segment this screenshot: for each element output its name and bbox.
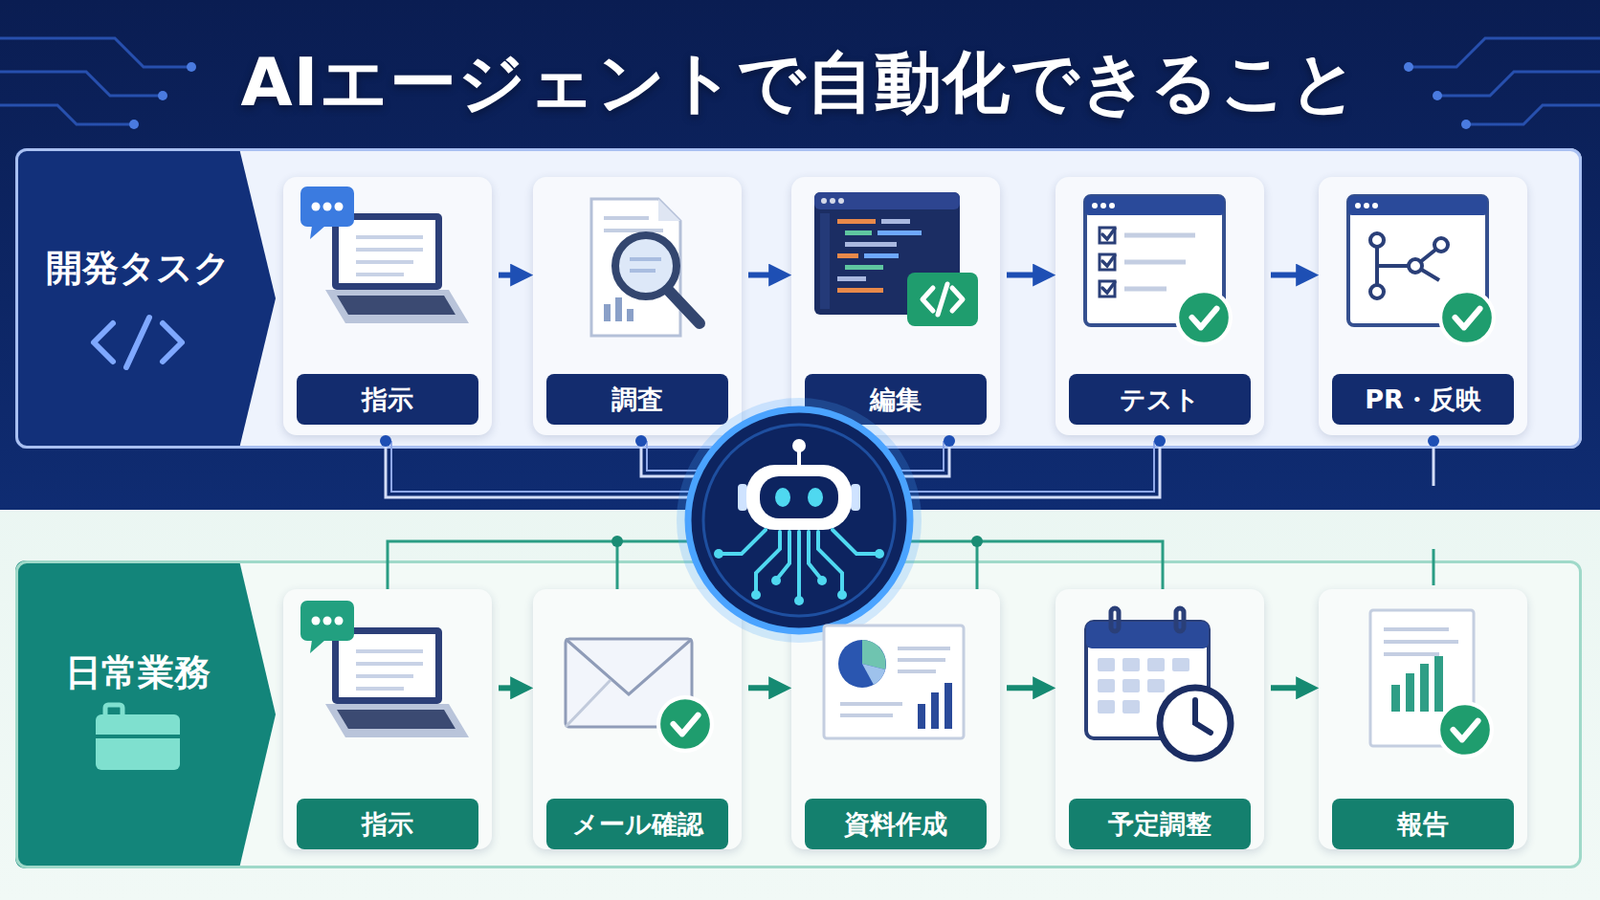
step-card: PR・反映 [1318,177,1528,436]
agent-wire-dots [379,435,1440,447]
band-heading: 日常業務 [18,651,258,696]
circuit-decoration [0,38,1600,125]
flow-arrow [748,272,785,279]
agent-wires [387,541,1434,590]
checklist-icon [1085,196,1231,345]
step-card: 予定調整 [1055,589,1265,850]
step-label: 調査 [546,374,729,425]
band-tab [15,148,276,449]
search-icon [591,199,700,336]
flow-arrow [498,272,527,279]
category-band: 指示 調査 編集 テスト PR・反映 開発タスク [15,148,1582,449]
report-icon [1370,610,1492,757]
step-label: 資料作成 [804,799,987,850]
flow-arrow [498,685,527,691]
briefcase-symbol [95,705,180,771]
step-card: 編集 [791,177,1000,436]
laptop-icon [300,186,469,324]
step-card: 報告 [1318,589,1528,850]
flow-arrow [1006,272,1049,279]
band-fill [15,560,1582,869]
category-band: 指示 メール確認 資料作成 予定調整 報告 日常業務 [15,560,1582,869]
code-symbol [93,317,182,368]
mail-icon [565,639,712,752]
step-card: 調査 [533,177,742,436]
band-fill [15,148,1582,449]
step-card: テスト [1055,177,1265,436]
step-label: 報告 [1332,799,1514,850]
flow-arrow [748,685,785,691]
branch-icon [1348,196,1494,345]
step-card: メール確認 [533,589,742,850]
upper-background [0,0,1600,511]
flow-arrow [1270,685,1312,691]
chart-doc-icon [823,625,964,739]
step-label: 指示 [296,799,479,850]
calendar-icon [1086,608,1231,759]
flow-arrow [1006,685,1049,691]
page-title: AIエージェントで自動化できること [0,45,1600,120]
step-label: テスト [1068,374,1251,425]
step-card: 指示 [283,177,492,436]
agent-wires [385,441,1434,498]
step-label: PR・反映 [1332,374,1514,425]
step-card: 資料作成 [791,589,1000,850]
code-editor-icon [814,192,978,327]
agent-wire-dots [611,535,983,548]
flow-arrow [1270,272,1312,279]
step-label: 指示 [296,374,479,425]
step-card: 指示 [283,589,492,850]
laptop-icon [300,600,469,738]
step-label: メール確認 [546,799,729,850]
step-label: 予定調整 [1068,799,1251,850]
step-label: 編集 [804,374,987,425]
agent-robot [676,398,922,644]
band-tab [15,560,276,869]
band-heading: 開発タスク [18,246,258,291]
